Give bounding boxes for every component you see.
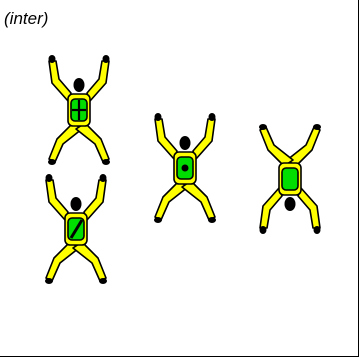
skydiver-2 [44,173,108,285]
diagram-title: (inter) [4,9,49,28]
skydiver-3 [153,112,217,224]
skydiver-4 [258,123,322,235]
diagonal-slash-mark [69,219,84,239]
cross-mark [72,100,86,120]
dot-mark [181,164,189,172]
skydiver-1 [47,54,111,166]
